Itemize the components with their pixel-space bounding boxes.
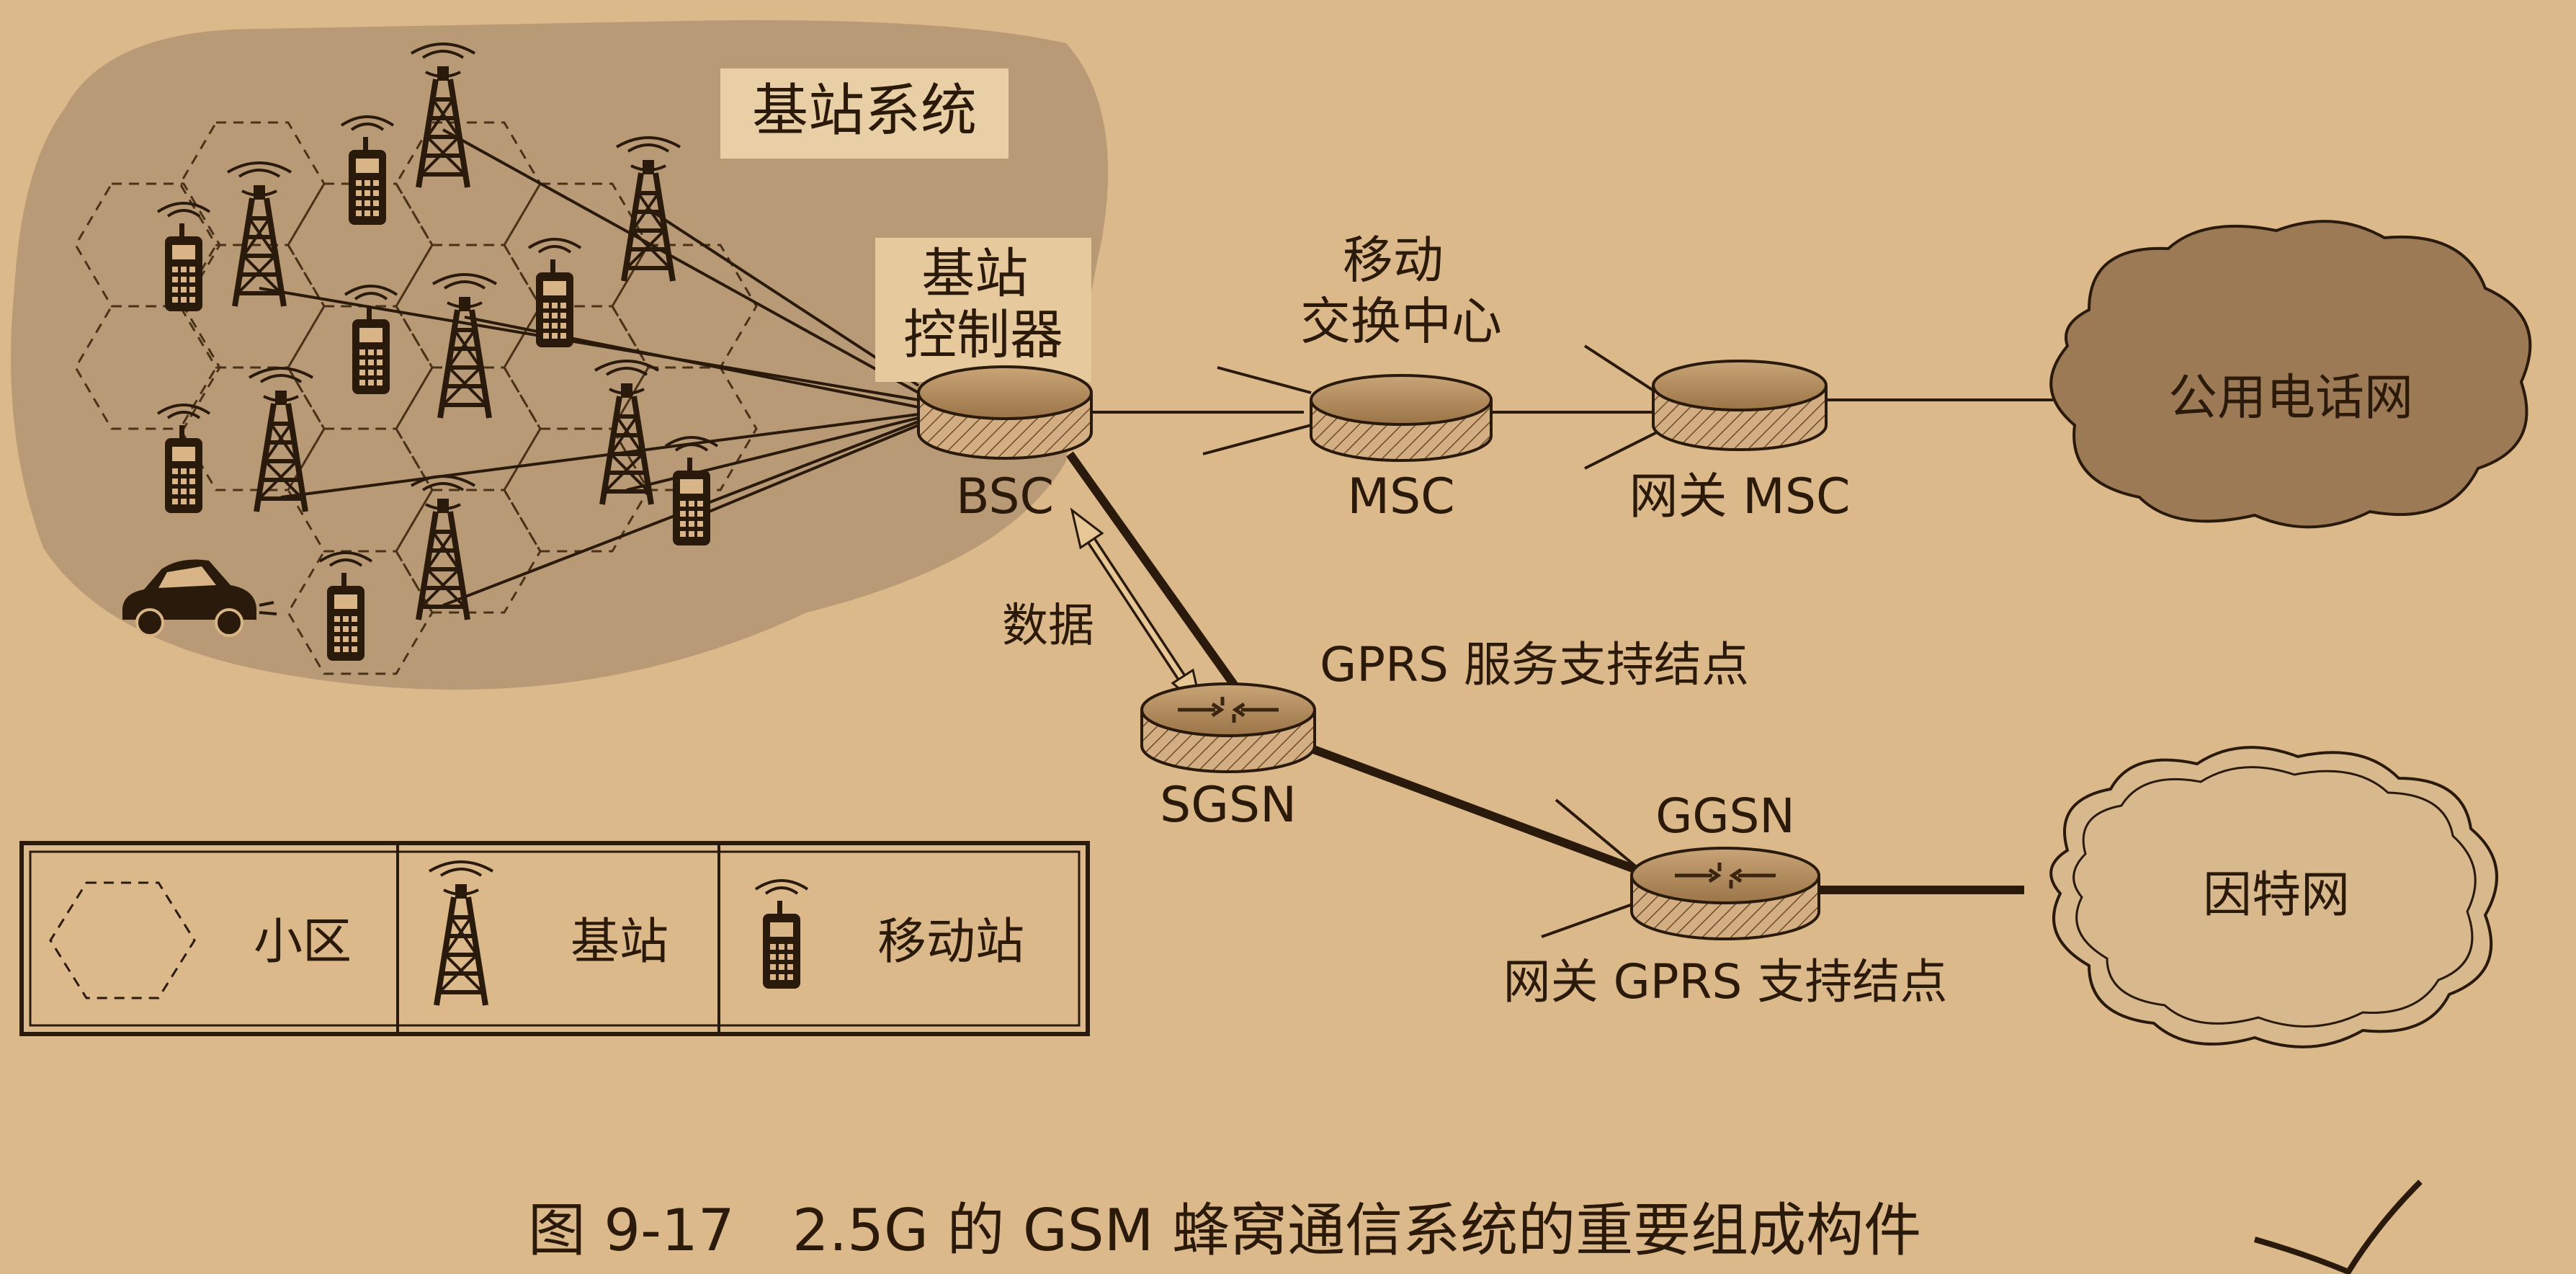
figure-caption: 图 9-17 2.5G 的 GSM 蜂窝通信系统的重要组成构件 xyxy=(528,1197,1921,1264)
sgsn-title: GPRS 服务支持结点 xyxy=(1320,637,1749,692)
cell xyxy=(395,489,542,614)
legend-base-station-label: 基站 xyxy=(571,914,668,971)
cell xyxy=(287,550,434,675)
car-icon xyxy=(122,559,277,637)
msc-title: 移动 交换中心 xyxy=(1300,231,1502,351)
data-label: 数据 xyxy=(1002,600,1094,653)
gateway-msc-router-icon xyxy=(1652,360,1828,451)
msc-router-icon xyxy=(1310,374,1493,462)
bsc-abbr: BSC xyxy=(956,468,1054,525)
msc-abbr: MSC xyxy=(1347,468,1454,525)
mobile-phone-icon xyxy=(754,879,809,990)
cell-hexagon-icon xyxy=(49,881,196,999)
core-links xyxy=(1088,344,2053,470)
legend-mobile-station-label: 移动站 xyxy=(877,914,1024,971)
pstn-cloud-icon xyxy=(2049,220,2532,529)
legend: 小区 基站 移动站 xyxy=(19,841,1090,1036)
bsc-title: 基站 控制器 xyxy=(903,243,1063,366)
sgsn-router-icon xyxy=(1140,682,1316,773)
pstn-label: 公用电话网 xyxy=(2168,370,2413,427)
region-label: 基站系统 xyxy=(752,79,977,143)
base-station-system-area xyxy=(11,20,1109,690)
sgsn-abbr: SGSN xyxy=(1160,777,1297,834)
check-mark-icon xyxy=(2253,1180,2423,1274)
internet-cloud-icon xyxy=(2049,746,2498,1048)
bsc-router-icon xyxy=(917,365,1093,460)
data-links xyxy=(1066,451,2024,938)
gateway-msc-abbr: 网关 MSC xyxy=(1629,468,1851,525)
ggsn-router-icon xyxy=(1630,847,1820,940)
data-arrow-icon xyxy=(1070,507,1204,711)
ggsn-title: 网关 GPRS 支持结点 xyxy=(1503,954,1948,1010)
internet-label: 因特网 xyxy=(2203,867,2350,924)
ggsn-abbr: GGSN xyxy=(1655,788,1795,844)
base-station-tower-icon xyxy=(429,862,493,1005)
legend-cell-label: 小区 xyxy=(254,914,352,971)
